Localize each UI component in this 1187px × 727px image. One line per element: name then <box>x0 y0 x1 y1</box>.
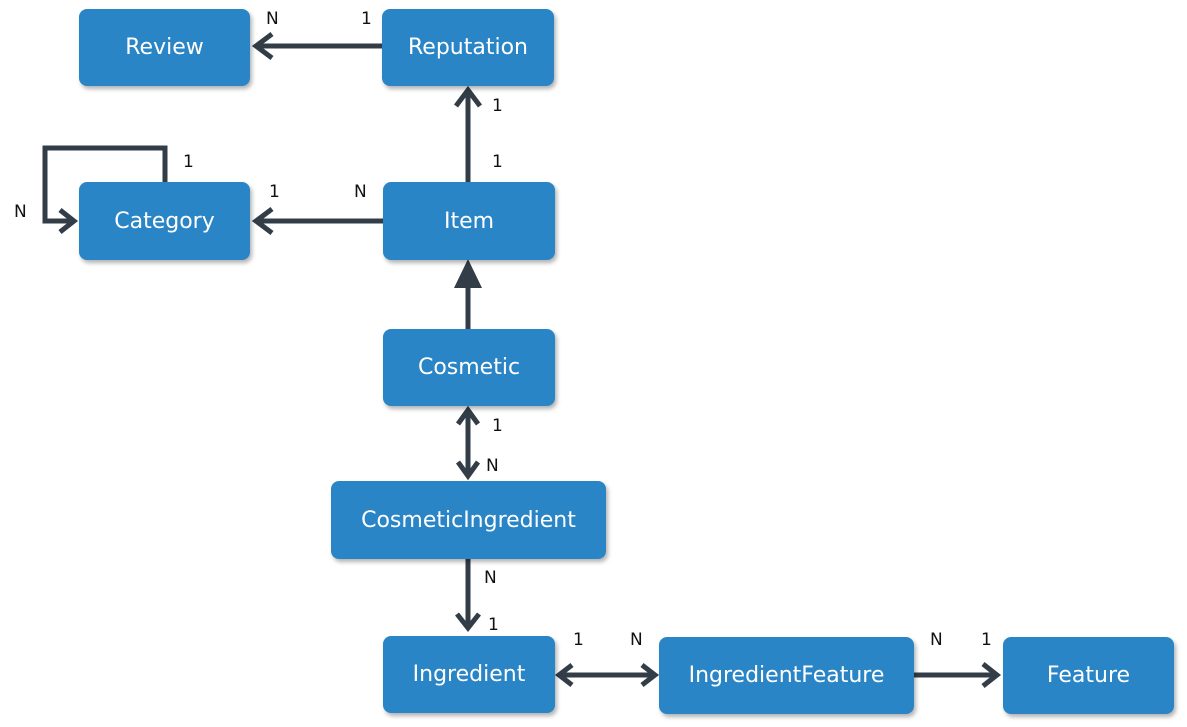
arrowhead-cosmetic <box>455 405 481 426</box>
cardinality-label: 1 <box>488 615 499 635</box>
cardinality-label: N <box>484 568 497 588</box>
node-category[interactable]: Category <box>79 182 250 260</box>
cardinality-label: N <box>930 630 943 650</box>
cardinality-label: 1 <box>981 630 992 650</box>
cardinality-label: 1 <box>269 182 280 202</box>
connector-category-self-loop <box>42 145 168 224</box>
cardinality-label: N <box>14 202 27 222</box>
node-ingredient[interactable]: Ingredient <box>383 636 555 713</box>
arrowhead-ingredient-right <box>554 663 574 687</box>
arrowhead-ingredient <box>455 612 481 633</box>
arrowhead-category <box>251 207 274 235</box>
node-review[interactable]: Review <box>79 9 250 86</box>
node-item[interactable]: Item <box>383 182 555 260</box>
node-cosmetic-ingredient[interactable]: CosmeticIngredient <box>331 481 606 559</box>
arrowhead-reputation <box>454 85 482 108</box>
node-feature[interactable]: Feature <box>1003 637 1174 714</box>
cardinality-label: 1 <box>492 96 503 116</box>
inheritance-triangle <box>454 259 482 288</box>
arrowhead-cosmeticingredient-top <box>455 460 481 481</box>
cardinality-label: 1 <box>573 630 584 650</box>
cardinality-label: N <box>486 456 499 476</box>
cardinality-label: 1 <box>492 416 503 436</box>
cardinality-label: 1 <box>492 152 503 172</box>
cardinality-label: 1 <box>183 152 194 172</box>
node-ingredient-feature[interactable]: IngredientFeature <box>659 637 914 714</box>
cardinality-label: N <box>354 182 367 202</box>
arrowhead-ingredientfeature-left <box>640 663 660 687</box>
node-cosmetic[interactable]: Cosmetic <box>383 329 555 406</box>
node-reputation[interactable]: Reputation <box>382 9 554 86</box>
cardinality-label: 1 <box>361 9 372 29</box>
arrowhead-feature <box>981 662 1002 688</box>
cardinality-label: N <box>266 9 279 29</box>
cardinality-label: N <box>630 630 643 650</box>
arrowhead-category-self <box>58 208 79 234</box>
arrowhead-review <box>251 32 274 60</box>
